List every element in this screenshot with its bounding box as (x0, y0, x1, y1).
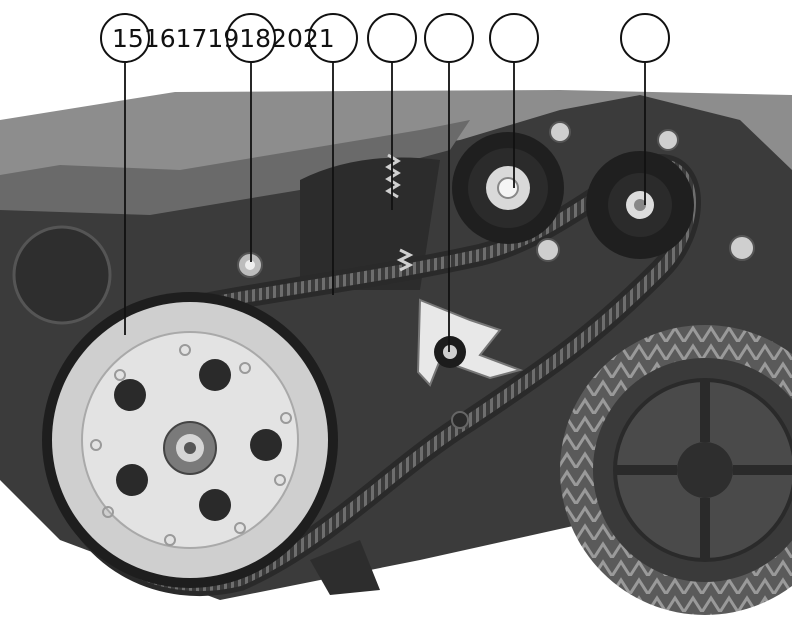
idler-pulley (452, 132, 564, 244)
callout-circle-18 (424, 13, 474, 63)
drive-pulley (42, 292, 338, 588)
callout-circle-15 (100, 13, 150, 63)
callout-circles (100, 13, 670, 63)
tension-spring (385, 153, 414, 272)
bolt (536, 238, 560, 262)
bolt (657, 129, 679, 151)
bolt (451, 411, 469, 429)
callout-circle-20 (489, 13, 539, 63)
bolt (237, 252, 263, 278)
wheel (560, 325, 792, 615)
bolt (549, 121, 571, 143)
leader-lines (124, 62, 646, 352)
tension-arm (416, 298, 524, 387)
callout-circle-16 (226, 13, 276, 63)
callout-numbers-text: 15161719182021 (112, 24, 335, 53)
callout-circle-19 (367, 13, 417, 63)
engine-pulley (586, 151, 694, 259)
bolt (729, 235, 755, 261)
callout-circle-21 (620, 13, 670, 63)
callout-circle-17 (308, 13, 358, 63)
frame-bracket (310, 540, 380, 595)
